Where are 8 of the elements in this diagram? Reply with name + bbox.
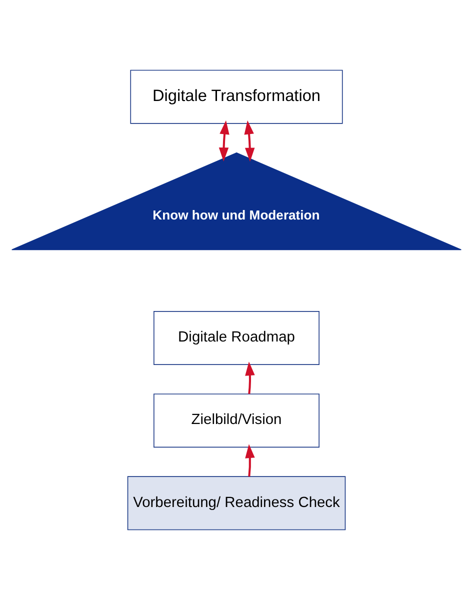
arrow bbox=[218, 120, 230, 162]
node-box: Digitale Transformation bbox=[130, 70, 343, 124]
arrow bbox=[245, 362, 255, 394]
arrow bbox=[245, 444, 255, 477]
node-box: Vorbereitung/ Readiness Check bbox=[127, 476, 346, 530]
node-box: Zielbild/Vision bbox=[154, 394, 320, 448]
arrow bbox=[244, 120, 255, 162]
node-box: Digitale Roadmap bbox=[154, 311, 320, 365]
